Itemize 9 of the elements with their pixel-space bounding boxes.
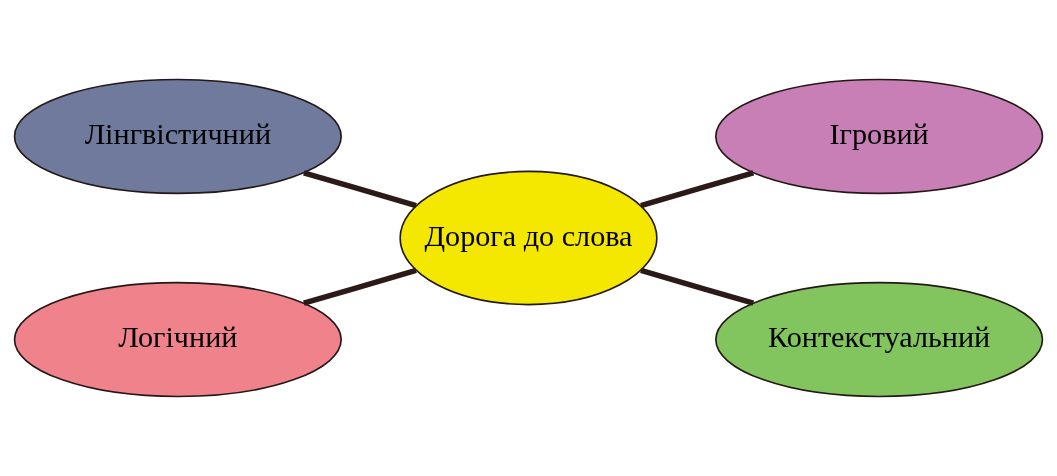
connector — [303, 170, 417, 209]
connector — [640, 267, 755, 306]
node-ellipse: Контекстуальний — [715, 281, 1044, 398]
node-ellipse: Лінгвістичний — [13, 78, 342, 195]
connector — [303, 267, 417, 306]
node-ellipse: Дорога до слова — [399, 170, 658, 306]
node-ellipse: Ігровий — [715, 78, 1044, 195]
connector — [640, 170, 755, 209]
node-ellipse: Логічний — [13, 281, 342, 398]
